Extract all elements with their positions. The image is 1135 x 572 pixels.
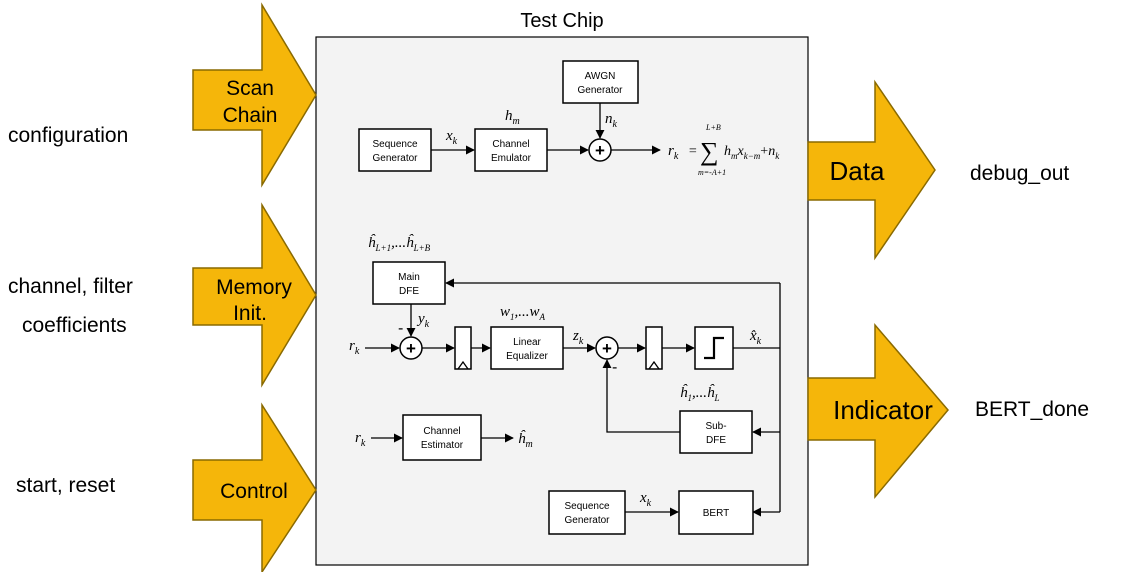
svg-text:m=-A+1: m=-A+1: [698, 168, 726, 177]
channel-estimator-block: [402, 414, 482, 461]
hhat-m-symbol: ĥm: [518, 430, 533, 450]
register-2-clock: [648, 360, 660, 370]
linear-equalizer-block: [490, 326, 564, 370]
indicator-label: Indicator: [833, 395, 933, 425]
svg-text:=: =: [688, 144, 697, 159]
seq-gen-bottom-line-1: Sequence: [564, 501, 609, 512]
rk-input-symbol: rk: [349, 338, 360, 357]
yk-symbol: yk: [416, 311, 430, 330]
svg-text:L+B: L+B: [705, 123, 721, 132]
slicer-symbol: [704, 336, 724, 360]
scan-chain-label-1: Scan: [226, 77, 274, 100]
indicator-arrow: [807, 322, 949, 500]
sequence-generator-bottom-block: [548, 490, 626, 535]
control-signal: start, reset: [16, 474, 115, 497]
configuration-signal: configuration: [8, 124, 128, 147]
memory-init-label-2: Init.: [233, 302, 267, 325]
bert-done-signal: BERT_done: [975, 398, 1089, 421]
control-arrow: [192, 402, 317, 572]
memory-init-label-1: Memory: [216, 276, 292, 299]
emulator-adder-plus: +: [595, 141, 605, 160]
svg-text:∑: ∑: [700, 137, 719, 166]
main-adder-plus: +: [406, 339, 416, 358]
xk-symbol-bottom: xk: [639, 490, 652, 509]
w-coefficients: w1,...wA: [500, 304, 546, 322]
svg-text:rk: rk: [668, 143, 679, 162]
main-dfe-block: [372, 261, 446, 305]
hhat-main-coefficients: ĥL+1,...ĥL+B: [368, 234, 431, 253]
main-dfe-line-2: DFE: [399, 286, 419, 297]
debug-out-signal: debug_out: [970, 162, 1069, 185]
bert-label: BERT: [703, 508, 730, 519]
rk-estimator-symbol: rk: [355, 430, 366, 449]
memory-signal-line-1: channel, filter: [8, 275, 133, 298]
chip-title: Test Chip: [520, 10, 603, 32]
data-label: Data: [830, 156, 885, 186]
sub-dfe-line-2: DFE: [706, 435, 726, 446]
main-adder-minus: -: [398, 320, 403, 337]
nk-symbol: nk: [605, 111, 618, 130]
channel-emulator-block: [474, 128, 548, 172]
awgn-generator-block: [562, 60, 639, 104]
xhat-k-symbol: x̂k: [749, 328, 762, 347]
main-dfe-line-1: Main: [398, 272, 420, 283]
sub-adder-minus: -: [612, 359, 617, 376]
xk-symbol-top: xk: [445, 128, 458, 147]
channel-emulator-line-1: Channel: [492, 139, 529, 150]
awgn-line-1: AWGN: [585, 71, 616, 82]
awgn-line-2: Generator: [577, 85, 623, 96]
scan-chain-arrow: [192, 2, 317, 188]
seq-gen-top-line-1: Sequence: [372, 139, 417, 150]
channel-emulator-line-2: Emulator: [491, 153, 532, 164]
scan-chain-label-2: Chain: [223, 104, 278, 127]
data-arrow: [807, 79, 936, 261]
linear-equalizer-line-2: Equalizer: [506, 351, 548, 362]
hhat-sub-coefficients: ĥ1,...ĥL: [680, 384, 720, 403]
control-label: Control: [220, 480, 288, 503]
bert-block: [678, 490, 754, 535]
sub-adder-plus: +: [602, 339, 612, 358]
memory-init-arrow: [192, 202, 317, 388]
channel-estimator-line-2: Estimator: [421, 440, 464, 451]
sub-dfe-block: [679, 410, 753, 454]
memory-signal-line-2: coefficients: [22, 314, 127, 337]
linear-equalizer-line-1: Linear: [513, 337, 541, 348]
seq-gen-bottom-line-2: Generator: [564, 515, 610, 526]
svg-text:hmxk−m+nk: hmxk−m+nk: [724, 144, 780, 161]
sub-dfe-line-1: Sub-: [705, 421, 726, 432]
sub-dfe-feedback-line: [602, 359, 680, 433]
received-signal-equation: rk = ∑ L+B m=-A+1 hmxk−m+nk: [668, 123, 780, 177]
sequence-generator-top-block: [358, 128, 432, 172]
hm-symbol-top: hm: [505, 108, 520, 127]
channel-estimator-line-1: Channel: [423, 426, 460, 437]
zk-symbol: zk: [572, 328, 584, 347]
seq-gen-top-line-2: Generator: [372, 153, 418, 164]
register-1-clock: [457, 360, 469, 370]
